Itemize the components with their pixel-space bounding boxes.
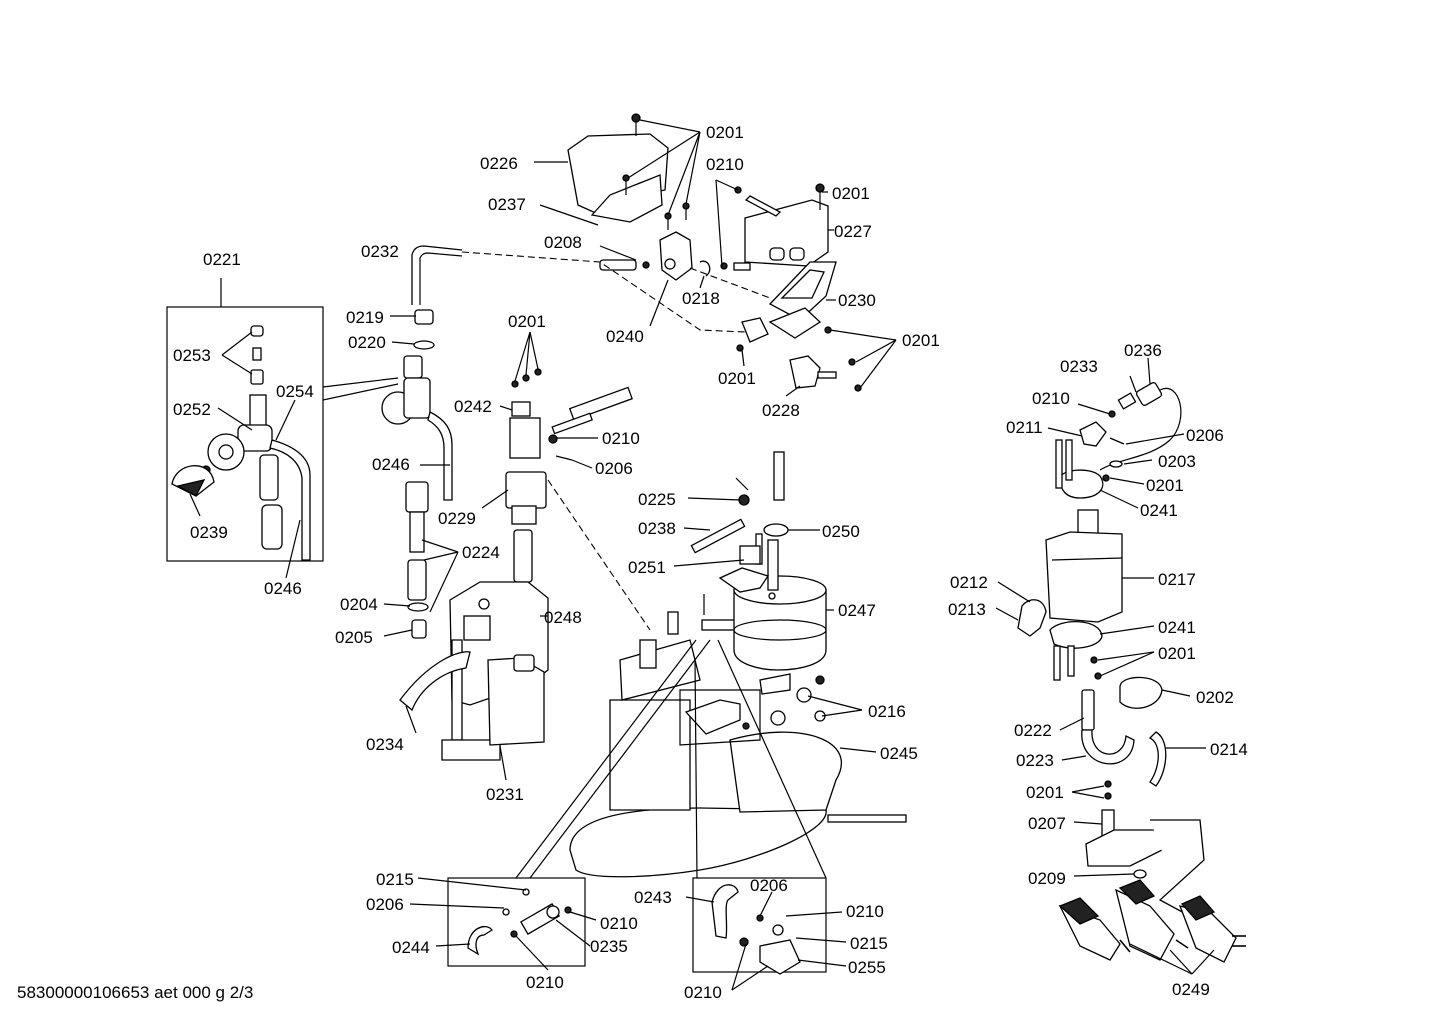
label-0201: 0201 bbox=[1158, 644, 1196, 663]
label-0229: 0229 bbox=[438, 509, 476, 528]
label-0251: 0251 bbox=[628, 558, 666, 577]
label-0241: 0241 bbox=[1140, 501, 1178, 520]
right-pump-parts bbox=[1017, 382, 1205, 915]
label-0203: 0203 bbox=[1158, 452, 1196, 471]
label-0247: 0247 bbox=[838, 601, 876, 620]
label-0245-visible: 0245 bbox=[880, 744, 918, 763]
label-0230: 0230 bbox=[838, 291, 876, 310]
part-labels: 0201 0226 0210 0201 0237 0227 0208 0232 … bbox=[17, 123, 1248, 1002]
label-0249: 0249 bbox=[1172, 980, 1210, 999]
tube-0232 bbox=[411, 245, 463, 305]
label-0206: 0206 bbox=[595, 459, 633, 478]
label-0219: 0219 bbox=[346, 308, 384, 327]
label-0236: 0236 bbox=[1124, 341, 1162, 360]
label-0201: 0201 bbox=[508, 312, 546, 331]
label-0250: 0250 bbox=[822, 522, 860, 541]
label-0201: 0201 bbox=[1146, 476, 1184, 495]
label-0255: 0255 bbox=[848, 958, 886, 977]
label-0234: 0234 bbox=[366, 735, 404, 754]
inset-box-left-valve bbox=[447, 877, 586, 967]
boiler-parts bbox=[690, 451, 827, 671]
right-valve-parts bbox=[711, 884, 801, 975]
label-0207: 0207 bbox=[1028, 814, 1066, 833]
label-0210: 0210 bbox=[602, 429, 640, 448]
main-body bbox=[569, 594, 907, 878]
label-0248: 0248 bbox=[544, 608, 582, 627]
label-0202: 0202 bbox=[1196, 688, 1234, 707]
label-0210: 0210 bbox=[526, 973, 564, 992]
label-0210: 0210 bbox=[1032, 389, 1070, 408]
label-0222: 0222 bbox=[1014, 721, 1052, 740]
label-0216: 0216 bbox=[868, 702, 906, 721]
label-0235: 0235 bbox=[590, 937, 628, 956]
label-0253: 0253 bbox=[173, 346, 211, 365]
label-0217: 0217 bbox=[1158, 570, 1196, 589]
housing-parts bbox=[399, 581, 549, 761]
inset-box-0221 bbox=[166, 306, 324, 562]
label-0242: 0242 bbox=[454, 397, 492, 416]
label-0226: 0226 bbox=[480, 154, 518, 173]
label-0246: 0246 bbox=[372, 455, 410, 474]
power-plugs-0249 bbox=[1058, 879, 1246, 963]
label-0233: 0233 bbox=[1060, 357, 1098, 376]
label-0201: 0201 bbox=[832, 184, 870, 203]
label-0246: 0246 bbox=[264, 579, 302, 598]
inset-0221-parts bbox=[171, 325, 311, 561]
label-0212: 0212 bbox=[950, 573, 988, 592]
label-0210: 0210 bbox=[846, 902, 884, 921]
leader-lines bbox=[189, 119, 1215, 991]
label-0231: 0231 bbox=[486, 785, 524, 804]
label-0237: 0237 bbox=[488, 195, 526, 214]
label-0206: 0206 bbox=[1186, 426, 1224, 445]
label-0228: 0228 bbox=[762, 401, 800, 420]
label-0209: 0209 bbox=[1028, 869, 1066, 888]
label-0206: 0206 bbox=[750, 876, 788, 895]
label-0220: 0220 bbox=[348, 333, 386, 352]
label-0218: 0218 bbox=[682, 289, 720, 308]
label-0201: 0201 bbox=[1026, 783, 1064, 802]
label-0252: 0252 bbox=[173, 400, 211, 419]
pump-0229 bbox=[505, 368, 633, 583]
label-0241: 0241 bbox=[1158, 618, 1196, 637]
label-0204: 0204 bbox=[340, 595, 378, 614]
document-code: 58300000106653 aet 000 g 2/3 bbox=[17, 983, 253, 1002]
label-0240: 0240 bbox=[606, 327, 644, 346]
label-0201: 0201 bbox=[902, 331, 940, 350]
label-0211: 0211 bbox=[1006, 418, 1043, 437]
top-lid-parts bbox=[567, 113, 862, 392]
label-0201: 0201 bbox=[706, 123, 744, 142]
label-0254: 0254 bbox=[276, 382, 314, 401]
label-0224: 0224 bbox=[462, 543, 500, 562]
clip-parts bbox=[742, 673, 826, 730]
label-0205: 0205 bbox=[335, 628, 373, 647]
label-0215: 0215 bbox=[850, 934, 888, 953]
label-0210: 0210 bbox=[706, 155, 744, 174]
label-0206: 0206 bbox=[366, 895, 404, 914]
label-0225: 0225 bbox=[638, 490, 676, 509]
label-0208: 0208 bbox=[544, 233, 582, 252]
label-0244: 0244 bbox=[392, 938, 430, 957]
label-0243: 0243 bbox=[634, 888, 672, 907]
label-0221: 0221 bbox=[203, 250, 241, 269]
label-0210: 0210 bbox=[684, 983, 722, 1002]
label-0210: 0210 bbox=[600, 914, 638, 933]
label-0239: 0239 bbox=[190, 523, 228, 542]
label-0232: 0232 bbox=[361, 242, 399, 261]
left-pump-parts bbox=[381, 309, 453, 639]
label-0213: 0213 bbox=[948, 600, 986, 619]
label-0214: 0214 bbox=[1210, 740, 1248, 759]
left-valve-parts bbox=[467, 888, 572, 956]
label-0227: 0227 bbox=[834, 222, 872, 241]
label-0215: 0215 bbox=[376, 870, 414, 889]
label-0201: 0201 bbox=[718, 369, 756, 388]
label-0223: 0223 bbox=[1016, 751, 1054, 770]
label-0238: 0238 bbox=[638, 519, 676, 538]
